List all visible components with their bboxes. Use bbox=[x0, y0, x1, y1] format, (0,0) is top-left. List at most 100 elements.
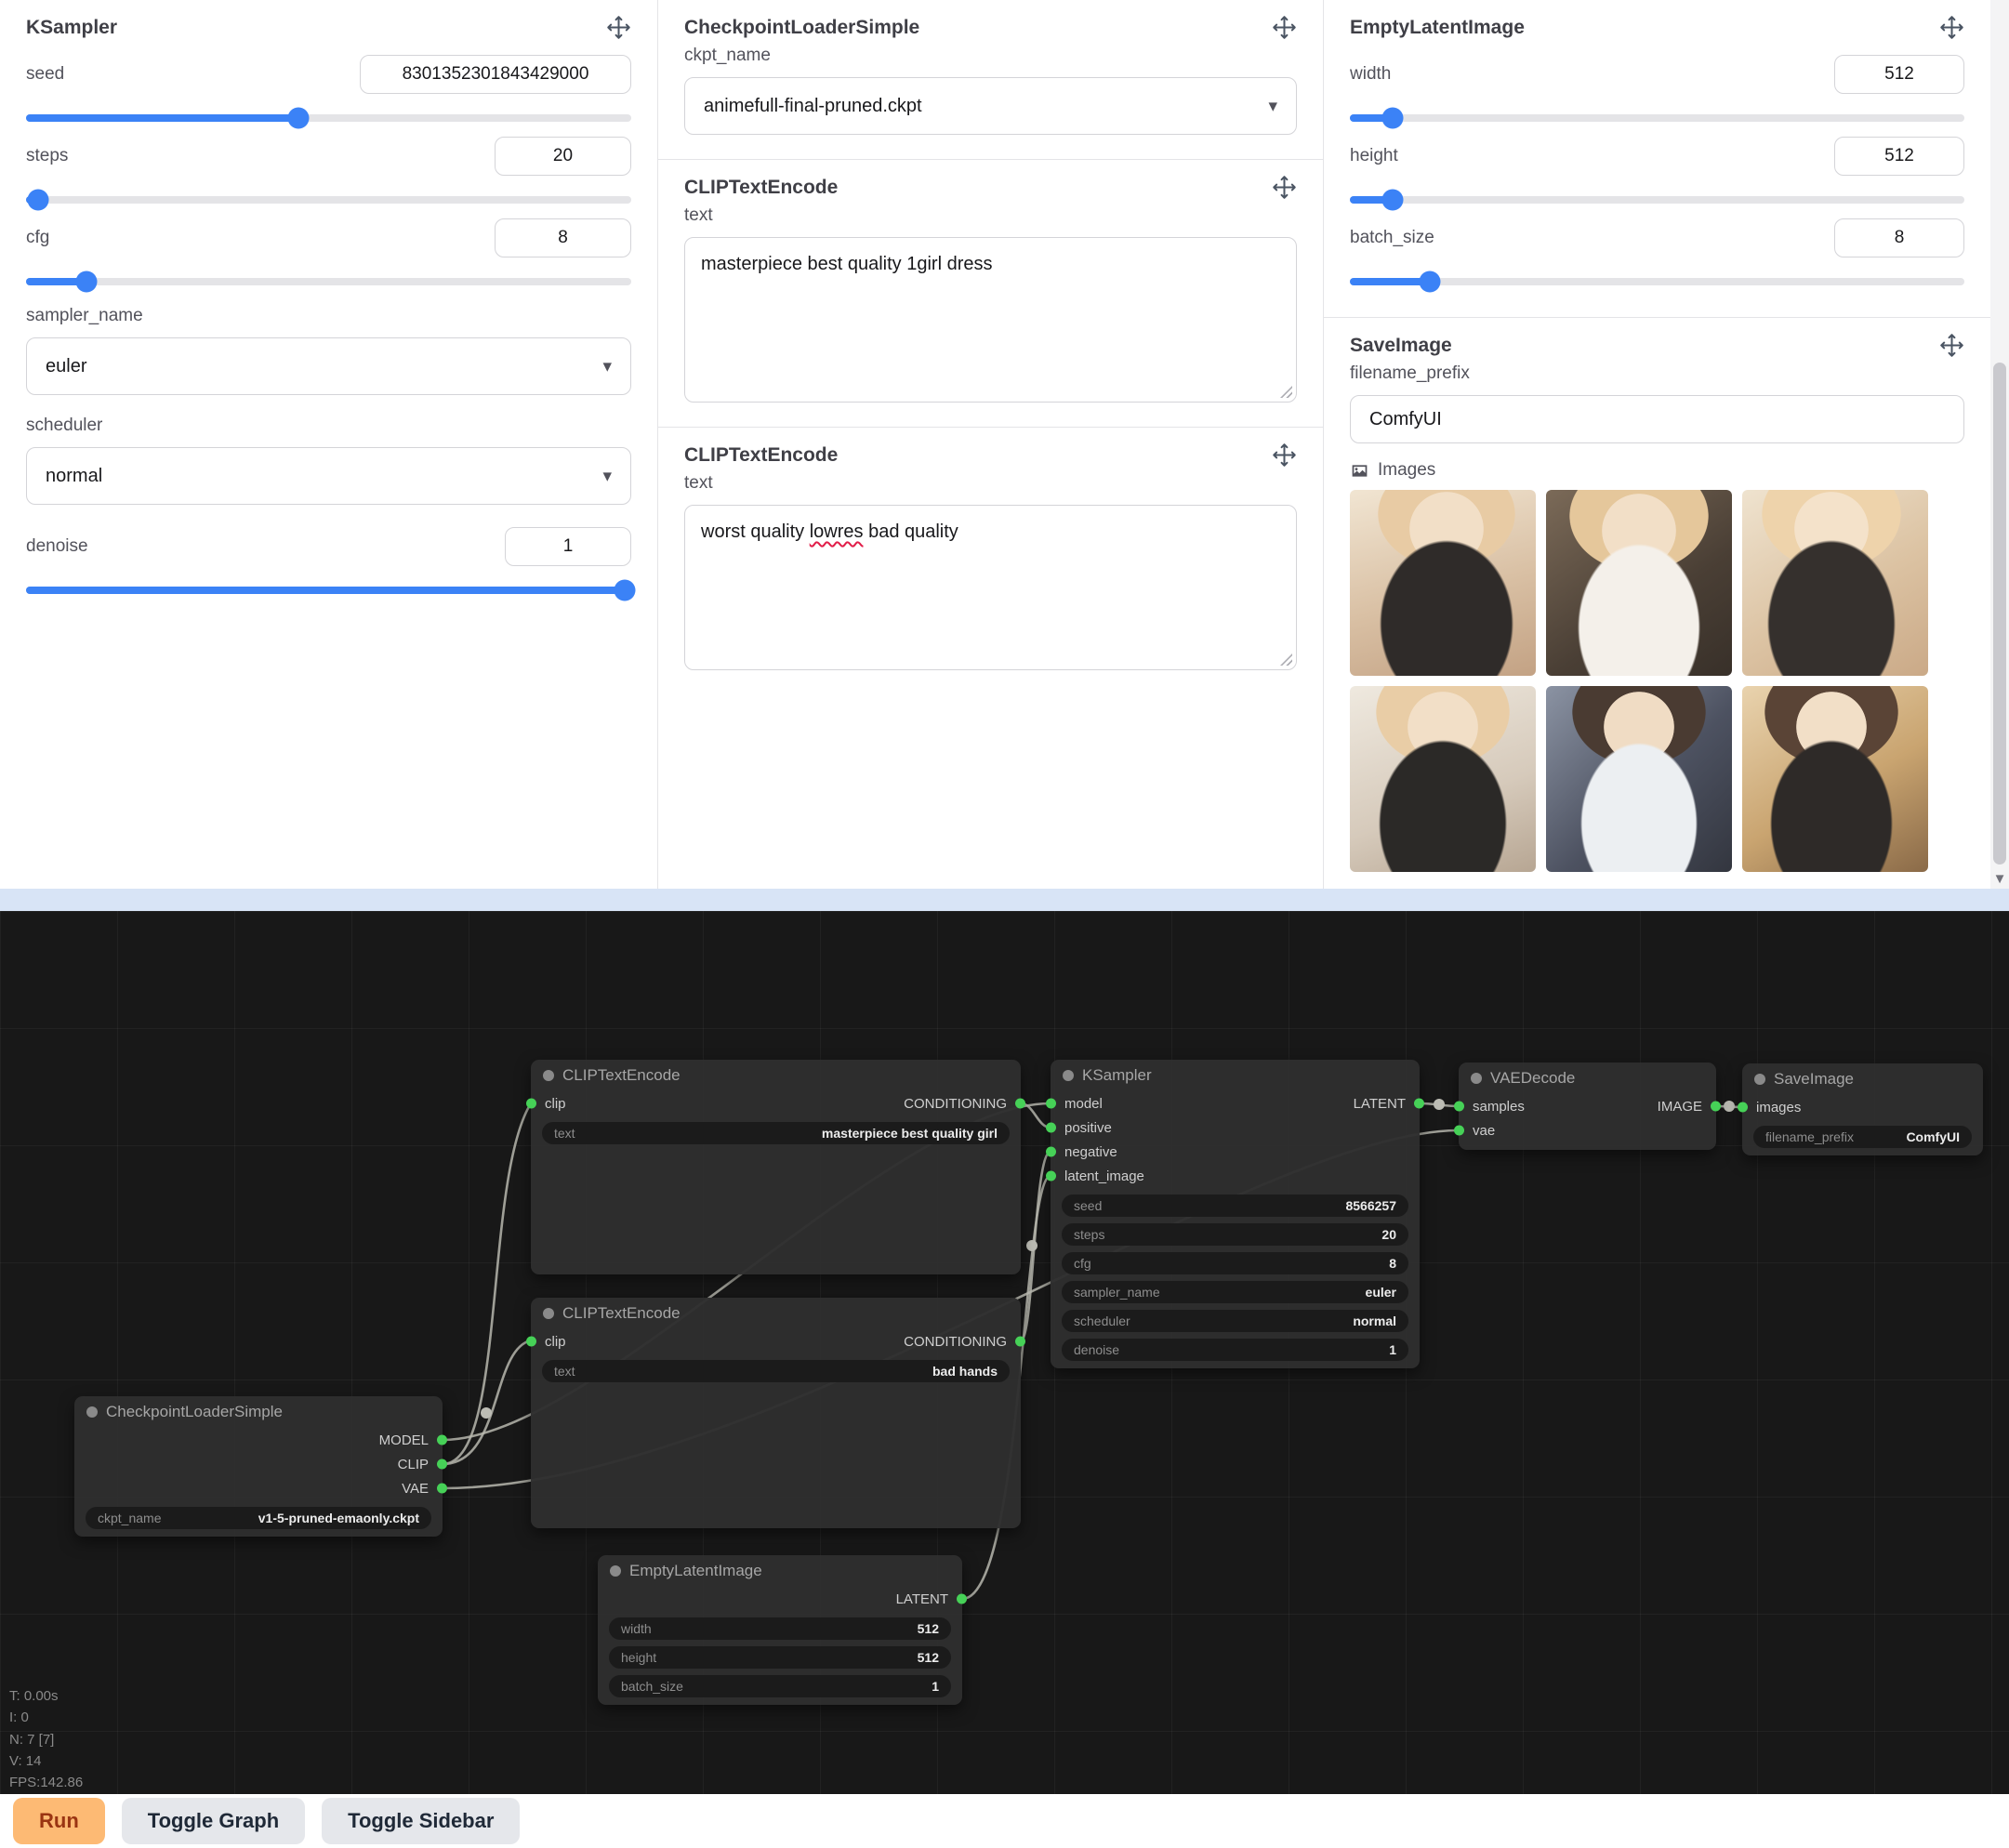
widget-value: 1 bbox=[932, 1679, 939, 1694]
reroute-dot[interactable] bbox=[1724, 1101, 1735, 1112]
images-header: Images bbox=[1350, 460, 1964, 481]
node-title: VAEDecode bbox=[1490, 1069, 1576, 1087]
input-slot-clip[interactable] bbox=[526, 1098, 536, 1109]
denoise-input[interactable] bbox=[505, 527, 631, 566]
output-slot-image[interactable] bbox=[1711, 1101, 1721, 1112]
sampler-name-select[interactable]: euler ▾ bbox=[26, 337, 631, 395]
input-slot-clip[interactable] bbox=[526, 1336, 536, 1347]
ckpt-name-select[interactable]: animefull-final-pruned.ckpt ▾ bbox=[684, 77, 1297, 135]
steps-input[interactable] bbox=[495, 137, 631, 176]
seed-input[interactable] bbox=[360, 55, 631, 94]
negative-prompt-textarea[interactable]: worst quality lowres bad quality bbox=[684, 505, 1297, 670]
graph-node-ksampler[interactable]: KSampler model LATENT positive negative … bbox=[1046, 1060, 1424, 1368]
positive-prompt-textarea[interactable]: masterpiece best quality 1girl dress bbox=[684, 237, 1297, 403]
cfg-input[interactable] bbox=[495, 218, 631, 257]
output-slot-clip[interactable] bbox=[437, 1459, 447, 1470]
generated-image-3[interactable] bbox=[1742, 490, 1928, 676]
output-slot-latent[interactable] bbox=[957, 1593, 967, 1604]
move-icon[interactable] bbox=[606, 15, 631, 40]
output-slot-latent[interactable] bbox=[1414, 1098, 1424, 1109]
steps-slider-thumb[interactable] bbox=[27, 189, 49, 211]
panel-title-clip-negative: CLIPTextEncode bbox=[684, 443, 839, 466]
generated-image-6[interactable] bbox=[1742, 686, 1928, 872]
scrollbar[interactable]: ▼ bbox=[1990, 0, 2009, 889]
graph-node-vae-decode[interactable]: VAEDecode samples IMAGE vae bbox=[1454, 1063, 1721, 1150]
move-icon[interactable] bbox=[1272, 175, 1297, 200]
batch-size-slider[interactable] bbox=[1350, 271, 1964, 293]
width-slider[interactable] bbox=[1350, 107, 1964, 129]
generated-image-2[interactable] bbox=[1546, 490, 1732, 676]
graph-canvas[interactable]: CLIPTextEncode clip CONDITIONING text ma… bbox=[0, 911, 2009, 1794]
resize-handle-icon[interactable] bbox=[1280, 653, 1292, 666]
seed-slider[interactable] bbox=[26, 107, 631, 129]
steps-slider[interactable] bbox=[26, 189, 631, 211]
widget-value: 1 bbox=[1389, 1342, 1396, 1357]
height-slider[interactable] bbox=[1350, 189, 1964, 211]
scheduler-select[interactable]: normal ▾ bbox=[26, 447, 631, 505]
reroute-dot[interactable] bbox=[1434, 1099, 1445, 1110]
move-icon[interactable] bbox=[1272, 15, 1297, 40]
cfg-slider[interactable] bbox=[26, 271, 631, 293]
scrollbar-down-arrow-icon[interactable]: ▼ bbox=[1992, 871, 2007, 887]
negative-text-label: text bbox=[684, 473, 713, 493]
input-slot-negative[interactable] bbox=[1046, 1146, 1056, 1157]
reroute-dot[interactable] bbox=[481, 1407, 492, 1419]
input-slot-latent-image[interactable] bbox=[1046, 1170, 1056, 1181]
resize-handle-icon[interactable] bbox=[1280, 386, 1292, 398]
scrollbar-thumb[interactable] bbox=[1993, 363, 2006, 865]
move-icon[interactable] bbox=[1939, 15, 1964, 40]
input-slot-positive[interactable] bbox=[1046, 1122, 1056, 1133]
denoise-slider[interactable] bbox=[26, 579, 636, 601]
run-button[interactable]: Run bbox=[13, 1798, 105, 1844]
widget-filename-prefix[interactable]: filename_prefix ComfyUI bbox=[1753, 1126, 1972, 1148]
generated-image-5[interactable] bbox=[1546, 686, 1732, 872]
filename-prefix-input[interactable]: ComfyUI bbox=[1350, 395, 1964, 443]
height-slider-thumb[interactable] bbox=[1381, 189, 1404, 211]
input-slot-vae[interactable] bbox=[1454, 1125, 1464, 1136]
graph-node-checkpoint-loader[interactable]: CheckpointLoaderSimple MODEL CLIP VAE ck… bbox=[74, 1396, 447, 1537]
reroute-dot[interactable] bbox=[1026, 1240, 1038, 1251]
input-slot-model[interactable] bbox=[1046, 1098, 1056, 1109]
toggle-sidebar-button[interactable]: Toggle Sidebar bbox=[322, 1798, 521, 1844]
input-slot-samples[interactable] bbox=[1454, 1101, 1464, 1112]
widget-value: 512 bbox=[917, 1650, 939, 1665]
scheduler-value: normal bbox=[46, 465, 103, 486]
widget-ckpt-name[interactable]: ckpt_name v1-5-pruned-emaonly.ckpt bbox=[86, 1507, 431, 1529]
graph-node-save-image[interactable]: SaveImage images filename_prefix ComfyUI bbox=[1738, 1063, 1983, 1155]
output-slot-conditioning[interactable] bbox=[1015, 1336, 1025, 1347]
sampler-name-value: euler bbox=[46, 355, 87, 376]
seed-slider-thumb[interactable] bbox=[287, 107, 310, 129]
input-slot-images[interactable] bbox=[1738, 1102, 1748, 1113]
chevron-down-icon: ▾ bbox=[602, 356, 612, 376]
cfg-slider-thumb[interactable] bbox=[75, 271, 98, 293]
output-slot-conditioning[interactable] bbox=[1015, 1098, 1025, 1109]
move-icon[interactable] bbox=[1939, 333, 1964, 358]
batch-size-input[interactable] bbox=[1834, 218, 1964, 257]
move-icon[interactable] bbox=[1272, 442, 1297, 468]
widget-text[interactable]: text masterpiece best quality girl bbox=[542, 1122, 1010, 1144]
graph-node-clip-positive[interactable]: CLIPTextEncode clip CONDITIONING text ma… bbox=[526, 1060, 1025, 1274]
denoise-slider-thumb[interactable] bbox=[614, 579, 636, 601]
widget-text[interactable]: text bad hands bbox=[542, 1360, 1010, 1382]
generated-image-4[interactable] bbox=[1350, 686, 1536, 872]
width-slider-thumb[interactable] bbox=[1381, 107, 1404, 129]
output-slot-model[interactable] bbox=[437, 1434, 447, 1445]
toggle-graph-button[interactable]: Toggle Graph bbox=[121, 1798, 306, 1844]
generated-image-1[interactable] bbox=[1350, 490, 1536, 676]
height-input[interactable] bbox=[1834, 137, 1964, 176]
batch-size-slider-thumb[interactable] bbox=[1419, 271, 1441, 293]
graph-node-clip-negative[interactable]: CLIPTextEncode clip CONDITIONING text ba… bbox=[526, 1298, 1025, 1528]
panel-ksampler: KSampler seed steps cfg bbox=[0, 0, 657, 626]
output-slot-vae[interactable] bbox=[437, 1483, 447, 1494]
width-input[interactable] bbox=[1834, 55, 1964, 94]
